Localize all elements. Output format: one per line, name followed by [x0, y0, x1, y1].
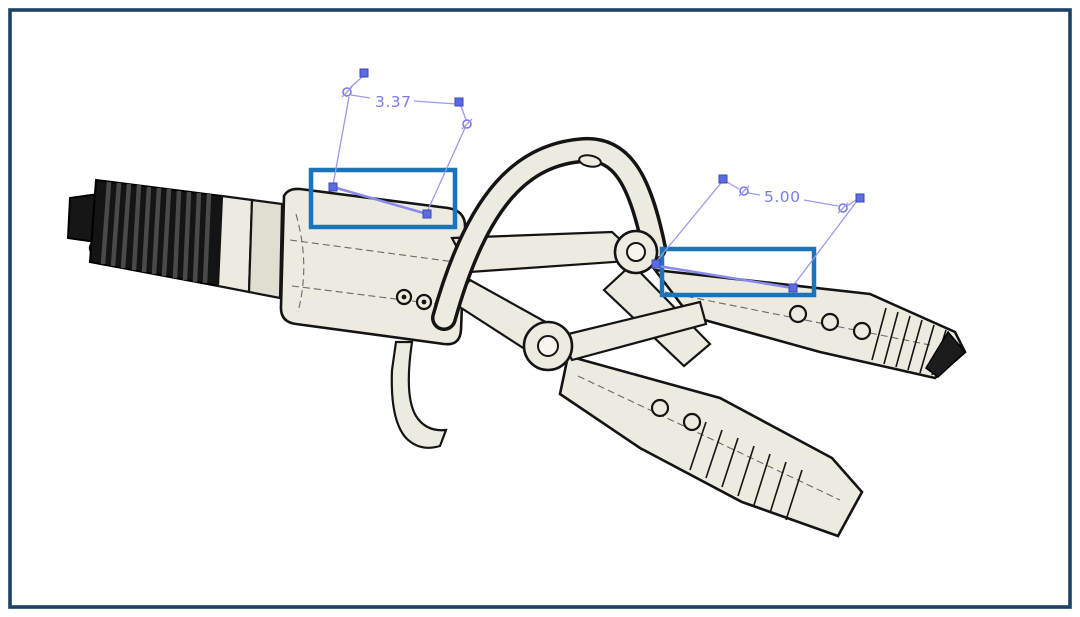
dimension-handle[interactable]	[454, 97, 464, 107]
datum-point-tick	[738, 185, 750, 197]
dimension-3-37[interactable]: 3.37	[328, 68, 473, 219]
screw-1-dot	[401, 294, 407, 300]
extension-line	[655, 182, 722, 263]
vertex-handle[interactable]	[651, 259, 661, 269]
extension-line	[332, 96, 350, 186]
dimension-label[interactable]: 3.37	[375, 93, 412, 111]
dimension-handle[interactable]	[718, 174, 728, 184]
selection-box-left	[308, 167, 458, 230]
measured-edge-left[interactable]	[332, 185, 428, 216]
carry-handle-slot	[578, 154, 602, 168]
screw-2-dot	[421, 299, 427, 305]
tool-illustration	[66, 136, 967, 538]
collar-ring-2	[247, 198, 284, 300]
dimension-handle[interactable]	[359, 68, 369, 78]
extension-line	[426, 127, 466, 213]
upper-jaw-hole-3	[852, 321, 872, 341]
pivot-hubs	[522, 229, 659, 372]
leader-line	[349, 76, 467, 121]
measured-edge-right[interactable]	[657, 264, 794, 290]
carry-handle-fill	[434, 140, 664, 328]
extension-line	[792, 200, 858, 287]
selection-boxes	[308, 167, 817, 298]
collar-ring-1	[216, 194, 254, 294]
upper-jaw-serrations	[871, 307, 947, 376]
frame-border	[8, 8, 1072, 609]
dimension-label[interactable]: 5.00	[764, 188, 801, 206]
datum-point-tick	[461, 118, 473, 130]
pivot-hub-lower-bore	[537, 335, 559, 357]
cylinder-hidden-arc	[295, 213, 305, 313]
dimension-handle[interactable]	[855, 193, 865, 203]
lower-jaw-serrations	[689, 421, 803, 521]
lower-jaw-hidden-line	[577, 375, 841, 501]
datum-point-tick	[837, 202, 849, 214]
vertex-handle[interactable]	[788, 283, 798, 293]
lower-jaw-hole-1	[650, 398, 670, 418]
datum-point-tick	[341, 86, 353, 98]
upper-jaw-hole-2	[820, 312, 840, 332]
pivot-hub-upper-bore	[626, 242, 646, 262]
knurl-lines	[100, 181, 212, 284]
under-hook	[390, 340, 448, 449]
lower-jaw-hole-2	[682, 412, 702, 432]
collar	[216, 194, 284, 300]
upper-jaw-tip-face	[925, 330, 967, 378]
vertex-handle[interactable]	[328, 182, 338, 192]
lower-jaw-outline	[558, 354, 864, 538]
leader-line	[726, 181, 857, 207]
carry-handle	[431, 136, 667, 331]
upper-jaw-hole-1	[788, 304, 808, 324]
dimension-5-00[interactable]: 5.00	[651, 174, 865, 293]
dimension-line	[350, 94, 457, 105]
dimension-line	[747, 192, 839, 207]
cylinder-hidden-line-1	[289, 239, 456, 263]
selection-box-right	[659, 246, 817, 298]
lower-jaw	[558, 354, 864, 538]
vertex-handle[interactable]	[422, 209, 432, 219]
